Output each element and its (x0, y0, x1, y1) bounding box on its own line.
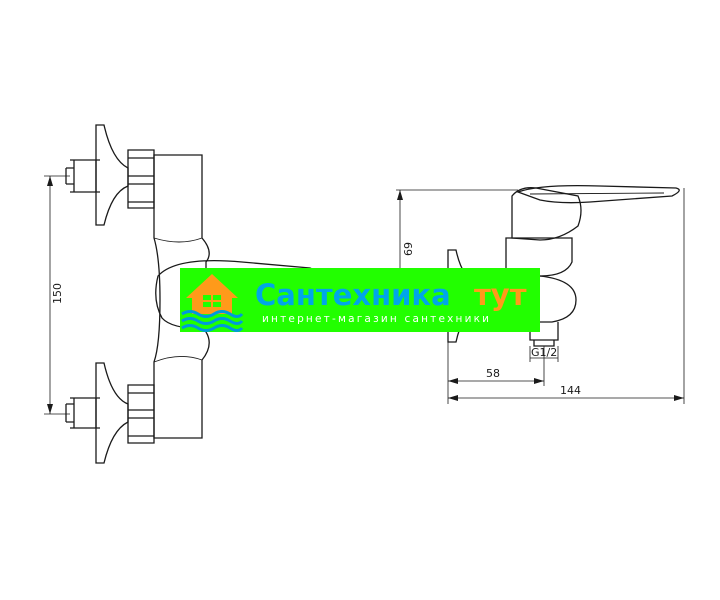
upper-flange (95, 124, 129, 226)
side-cartridge (511, 187, 582, 241)
mixer-body (153, 154, 210, 439)
lower-nut (127, 384, 155, 444)
side-lever (516, 184, 680, 204)
side-spout-body (506, 275, 577, 323)
dim-69-label: 69 (402, 242, 415, 256)
upper-nut (127, 149, 155, 209)
lower-flange (95, 362, 129, 464)
dim-150-label: 150 (51, 283, 64, 304)
dim-58-label: 58 (486, 367, 500, 380)
side-lever-shadow (529, 192, 665, 195)
house-waves-logo (181, 274, 244, 332)
dim-144-label: 144 (560, 384, 581, 397)
lower-pipe-stub (65, 397, 100, 429)
dim-144: 144 (448, 188, 685, 404)
upper-pipe-stub (65, 159, 100, 193)
brand-name: Сантехника (255, 278, 451, 312)
brand-tagline: интернет-магазин сантехники (262, 313, 491, 325)
body-inner-edge (153, 237, 203, 363)
dim-58: 58 (447, 342, 545, 404)
dim-150: 150 (44, 175, 70, 415)
brand-accent: тут (474, 278, 527, 312)
watermark-banner: Сантехника тут интернет-магазин сантехни… (180, 268, 540, 332)
